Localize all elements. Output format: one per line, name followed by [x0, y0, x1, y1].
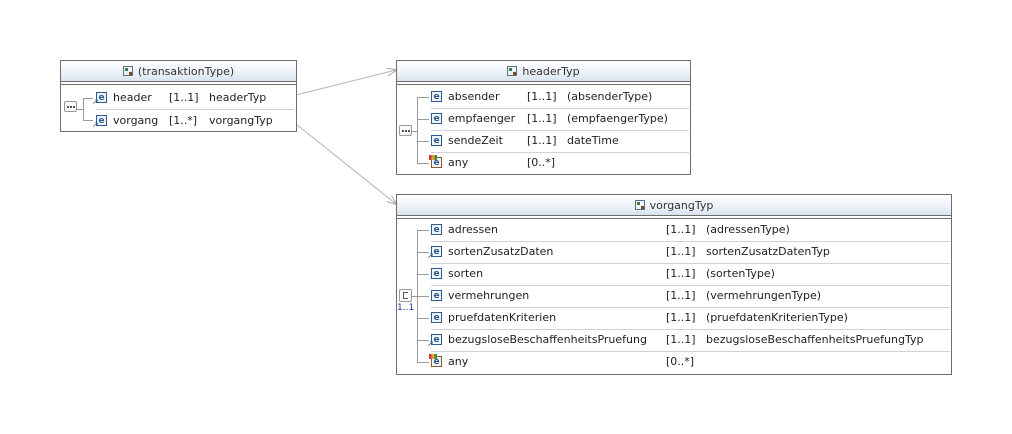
element-row-header[interactable]: e header [1..1] headerTyp [92, 87, 294, 108]
complex-type-icon [122, 66, 133, 76]
element-ref-icon: e [92, 115, 107, 130]
element-row-any[interactable]: e any [0..*] [429, 152, 689, 173]
transaktion-type-box[interactable]: (transaktionType) e header [1..1] header… [60, 60, 297, 132]
transaktion-type-header: (transaktionType) [61, 61, 296, 82]
complex-type-icon [634, 200, 645, 210]
element-row-adressen[interactable]: e adressen [1..1] (adressenType) [431, 219, 950, 240]
vorgang-typ-title: vorgangTyp [649, 198, 714, 212]
element-ref-icon: e [92, 92, 107, 107]
connector-header [295, 70, 396, 96]
element-row-sorten[interactable]: e sorten [1..1] (sortenType) [431, 263, 950, 284]
any-element-icon: e [429, 155, 442, 168]
connector-vorgang [295, 123, 396, 204]
header-typ-box[interactable]: headerTyp e absender [1..1] (absenderTyp… [396, 60, 691, 175]
vorgang-typ-header: vorgangTyp [397, 195, 951, 216]
element-icon: e [431, 290, 442, 301]
element-icon: e [431, 224, 442, 235]
choice-cardinality: 1..1 [397, 303, 415, 313]
header-typ-header: headerTyp [397, 61, 690, 82]
element-icon: e [431, 268, 442, 279]
any-element-icon: e [429, 354, 442, 367]
element-row-absender[interactable]: e absender [1..1] (absenderType) [431, 86, 689, 107]
element-icon: e [431, 113, 442, 124]
element-icon: e [431, 312, 442, 323]
element-row-sortenzusatzdaten[interactable]: e sortenZusatzDaten [1..1] sortenZusatzD… [427, 241, 950, 262]
choice-icon [399, 289, 412, 302]
element-row-vermehrungen[interactable]: e vermehrungen [1..1] (vermehrungenType) [431, 285, 950, 306]
element-ref-icon: e [427, 334, 442, 349]
element-row-sendezeit[interactable]: e sendeZeit [1..1] dateTime [431, 130, 689, 151]
element-row-bezugslosebeschaffenheitspruefung[interactable]: e bezugsloseBeschaffenheitsPruefung [1..… [427, 329, 950, 350]
transaktion-type-title: (transaktionType) [137, 64, 235, 78]
element-row-vorgang[interactable]: e vorgang [1..*] vorgangTyp [92, 110, 294, 131]
vorgang-typ-box[interactable]: vorgangTyp 1..1 e adressen [1..1] (adres… [396, 194, 952, 375]
element-ref-icon: e [427, 246, 442, 261]
element-icon: e [431, 91, 442, 102]
element-row-any[interactable]: e any [0..*] [429, 351, 950, 372]
sequence-icon [399, 125, 412, 136]
header-typ-title: headerTyp [522, 64, 580, 78]
element-row-pruefdatenkriterien[interactable]: e pruefdatenKriterien [1..1] (pruefdaten… [431, 307, 950, 328]
complex-type-icon [507, 66, 518, 76]
sequence-icon [64, 101, 77, 112]
element-icon: e [431, 135, 442, 146]
element-row-empfaenger[interactable]: e empfaenger [1..1] (empfaengerType) [431, 108, 689, 129]
